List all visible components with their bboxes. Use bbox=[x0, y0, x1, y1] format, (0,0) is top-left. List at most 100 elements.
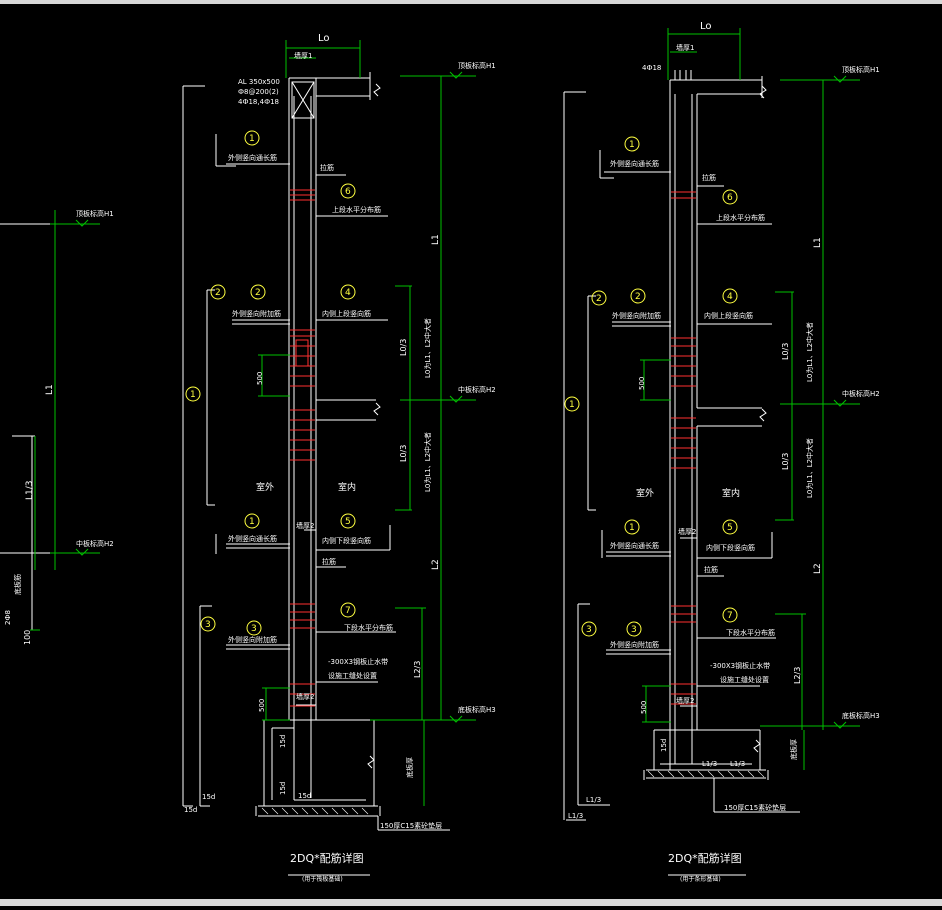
d1-inside: 室内 bbox=[338, 481, 356, 493]
d2-m6-text: 上段水平分布筋 bbox=[716, 213, 765, 222]
d2-m1a: 1 bbox=[629, 140, 635, 150]
d1-base-thk: 底板厚 bbox=[405, 757, 414, 778]
d1-waterstop-1: -300X3钢板止水带 bbox=[328, 657, 388, 666]
d2-dim-l23: L2/3 bbox=[793, 667, 802, 684]
d1-m5-text: 内侧下段竖向筋 bbox=[322, 536, 371, 545]
window-bottom-bar bbox=[0, 899, 942, 906]
d1-elev-h2: 中板标高H2 bbox=[458, 385, 496, 394]
detail-1-cushion-hatch bbox=[261, 807, 369, 815]
d2-dim-500b: 500 bbox=[640, 701, 648, 714]
d1-dim-l2: L2 bbox=[431, 559, 441, 570]
d1-beam-1: AL 350x500 bbox=[238, 78, 280, 86]
d2-l13a: L1/3 bbox=[702, 760, 717, 768]
d1-elev-h1: 顶板标高H1 bbox=[458, 61, 496, 70]
d2-m4: 4 bbox=[727, 292, 733, 302]
d2-m2left: 2 bbox=[596, 294, 602, 304]
d2-m4-text: 内侧上段竖向筋 bbox=[704, 311, 753, 320]
d1-lo: Lo bbox=[318, 33, 330, 44]
d2-lajin: 拉筋 bbox=[702, 173, 716, 182]
detail-2-text: Lo 墙厚1 4Ф18 顶板标高H1 中板标高H2 底板标高H3 L1 L2 L… bbox=[569, 21, 880, 883]
d2-m5-text: 内侧下段竖向筋 bbox=[706, 543, 755, 552]
d1-lajin: 拉筋 bbox=[320, 163, 334, 172]
d2-top-bars: 4Ф18 bbox=[642, 64, 661, 72]
d2-elev-h1: 顶板标高H1 bbox=[842, 65, 880, 74]
d2-title: 2DQ*配筋详图 bbox=[668, 851, 742, 865]
detail-1-red-bars bbox=[290, 189, 315, 707]
left-dim-100: 100 bbox=[23, 630, 32, 645]
window-top-bar bbox=[0, 0, 942, 4]
d1-m1a-text: 外侧竖向通长筋 bbox=[228, 153, 277, 162]
d1-m6-text: 上段水平分布筋 bbox=[332, 205, 381, 214]
left-fragment-dims bbox=[30, 210, 100, 631]
d2-m7-text: 下段水平分布筋 bbox=[726, 628, 775, 637]
d2-m2-text: 外侧竖向附加筋 bbox=[612, 311, 661, 320]
d2-dim-l03b: L0/3 bbox=[781, 453, 790, 470]
d1-end2b: 墙厚2 bbox=[296, 692, 314, 701]
d2-waterstop-2: 设施工缝处设置 bbox=[720, 675, 769, 684]
d2-m3-text: 外侧竖向附加筋 bbox=[610, 640, 659, 649]
d1-dim-500a: 500 bbox=[256, 372, 264, 385]
d2-m5: 5 bbox=[727, 523, 733, 533]
d1-end2a: 墙厚2 bbox=[296, 521, 314, 530]
d2-dim-l1: L1 bbox=[813, 237, 823, 248]
d2-m3: 3 bbox=[631, 625, 637, 635]
d2-base-thk: 底板厚 bbox=[789, 739, 798, 760]
detail-1-markers bbox=[185, 130, 356, 636]
d1-dim-l1: L1 bbox=[431, 234, 441, 245]
d1-m5: 5 bbox=[345, 517, 351, 527]
d1-m2: 2 bbox=[255, 288, 261, 298]
d2-m1a-text: 外侧竖向通长筋 bbox=[610, 159, 659, 168]
d2-mbig1: 1 bbox=[569, 400, 575, 410]
d2-m6: 6 bbox=[727, 193, 733, 203]
d2-subtitle: (用于条形基础) bbox=[680, 875, 721, 883]
d1-beam-2: Ф8@200(2) bbox=[238, 88, 279, 96]
d1-elev-h3: 底板标高H3 bbox=[458, 705, 496, 714]
d2-outside: 室外 bbox=[636, 487, 654, 499]
d1-waterstop-2: 设施工缝处设置 bbox=[328, 671, 377, 680]
d1-m2left: 2 bbox=[215, 288, 221, 298]
left-elev-mid: 中板标高H2 bbox=[76, 539, 114, 548]
d2-m1b: 1 bbox=[629, 523, 635, 533]
d2-end1: 墙厚1 bbox=[676, 43, 694, 52]
d2-dim-l03a: L0/3 bbox=[781, 343, 790, 360]
d1-15d-e: 15d bbox=[184, 806, 197, 814]
d1-m1a: 1 bbox=[249, 134, 255, 144]
d2-m1b-text: 外侧竖向通长筋 bbox=[610, 541, 659, 550]
left-fragment bbox=[0, 223, 58, 630]
d1-outside: 室外 bbox=[256, 481, 274, 493]
d1-lajin2: 拉筋 bbox=[322, 557, 336, 566]
detail-1-wall bbox=[255, 72, 381, 817]
d1-15d-a: 15d bbox=[279, 735, 287, 748]
detail-2-cushion-hatch bbox=[647, 770, 765, 778]
d1-m2-text: 外侧竖向附加筋 bbox=[232, 309, 281, 318]
d2-m7: 7 bbox=[727, 611, 733, 621]
d2-elev-h2: 中板标高H2 bbox=[842, 389, 880, 398]
d1-dim-l03a: L0/3 bbox=[399, 339, 408, 356]
detail-2-red-bars bbox=[671, 191, 696, 705]
d1-m3-text: 外侧竖向附加筋 bbox=[228, 635, 277, 644]
d2-dim-500a: 500 bbox=[638, 377, 646, 390]
detail-2-leaders bbox=[563, 91, 800, 876]
d1-m4: 4 bbox=[345, 288, 351, 298]
d2-15d: 15d bbox=[660, 739, 668, 752]
d2-dim-lonote-a: L0为L1、L2中大者 bbox=[805, 322, 814, 382]
d1-dim-lonote-a: L0为L1、L2中大者 bbox=[423, 318, 432, 378]
d2-l13c: L1/3 bbox=[586, 796, 601, 804]
d1-title: 2DQ*配筋详图 bbox=[290, 851, 364, 865]
d1-beam-3: 4Ф18,4Ф18 bbox=[238, 98, 279, 106]
d2-l13b: L1/3 bbox=[730, 760, 745, 768]
d1-15d-d: 15d bbox=[202, 793, 215, 801]
detail-2-markers bbox=[564, 136, 738, 637]
d2-l13-left: L1/3 bbox=[568, 812, 583, 820]
d2-m3left: 3 bbox=[586, 625, 592, 635]
d2-dim-l2: L2 bbox=[813, 563, 823, 574]
d1-m1b-text: 外侧竖向通长筋 bbox=[228, 534, 277, 543]
d2-lo: Lo bbox=[700, 21, 712, 32]
detail-2 bbox=[563, 28, 860, 876]
d2-lajin2: 拉筋 bbox=[704, 565, 718, 574]
d1-m7-text: 下段水平分布筋 bbox=[344, 623, 393, 632]
d1-m1b: 1 bbox=[249, 517, 255, 527]
d2-cushion: 150厚C15素砼垫层 bbox=[724, 803, 786, 812]
